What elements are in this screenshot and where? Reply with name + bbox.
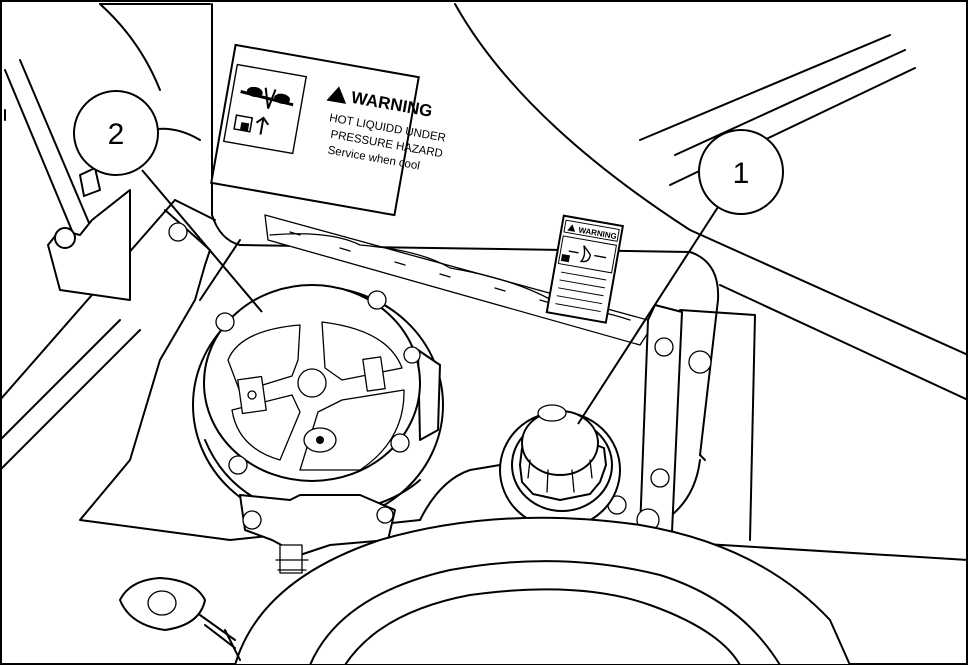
hot-liquid-icon: [233, 86, 294, 135]
pressure-icon: [579, 245, 592, 263]
callout-1: 1: [698, 129, 784, 215]
callout-1-leader: [577, 206, 719, 425]
callout-2-leader: [141, 169, 263, 313]
warning-triangle-icon: [326, 86, 347, 104]
warning-label-small: WARNING: [545, 214, 625, 324]
round-housing-assembly: [192, 284, 444, 574]
callout-2-number: 2: [108, 118, 125, 151]
callout-1-number: 1: [733, 157, 750, 190]
reservoir-cap-assembly: [499, 404, 621, 529]
warning-triangle-icon-small: [567, 224, 576, 232]
frame-structure: [0, 3, 968, 561]
warning-label-large: WARNING HOT LIQUIDD UNDER PRESSURE HAZAR…: [210, 43, 447, 217]
lower-housing: [234, 464, 851, 665]
small-cap-bottom-left: [119, 577, 241, 661]
warning-pictogram: [222, 63, 308, 155]
callout-2: 2: [73, 90, 159, 176]
